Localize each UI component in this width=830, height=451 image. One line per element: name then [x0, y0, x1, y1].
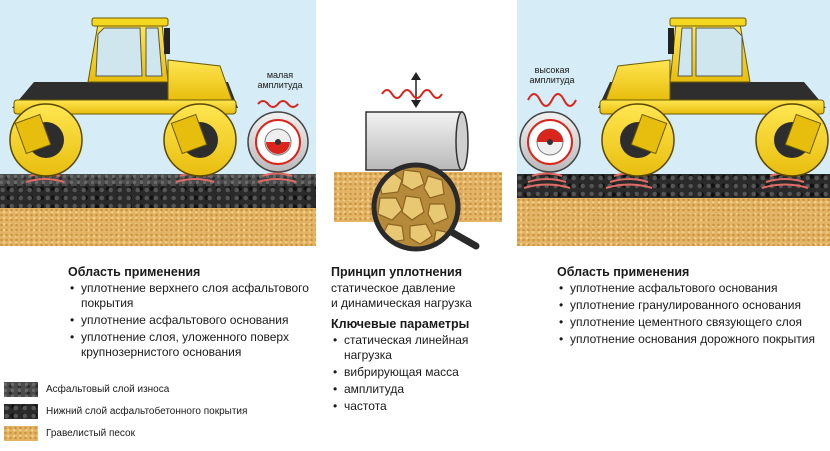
list-item: уплотнение слоя, уложенного поверх крупн… [68, 330, 313, 360]
center-principle-block: Принцип уплотнения статическое давление … [331, 265, 516, 416]
drum-high-amplitude-icon [519, 93, 581, 173]
list-item: статическая линейная нагрузка [331, 333, 516, 363]
list-item: уплотнение гранулированного основания [557, 298, 825, 313]
right-application-list: уплотнение асфальтового основания уплотн… [557, 281, 825, 347]
left-sand-layer [0, 208, 316, 246]
list-item: амплитуда [331, 382, 516, 397]
left-wearing-layer [0, 174, 316, 186]
drum-section-icon [365, 72, 469, 171]
params-heading: Ключевые параметры [331, 317, 470, 331]
legend-row-wearing-layer: Асфальтовый слой износа [4, 381, 169, 398]
list-item: уплотнение цементного связующего слоя [557, 315, 825, 330]
principle-line: статическое давление [331, 281, 456, 295]
list-item: уплотнение основания дорожного покрытия [557, 332, 825, 347]
params-list: статическая линейная нагрузка вибрирующа… [331, 333, 516, 414]
small-amplitude-label: малая амплитуда [257, 70, 303, 90]
legend-swatch [4, 426, 38, 441]
magnifier-icon [371, 162, 480, 252]
legend-label: Гравелистый песок [46, 428, 135, 439]
left-application-heading: Область применения [68, 265, 201, 279]
roller-right-icon [523, 17, 829, 189]
right-application-block: Область применения уплотнение асфальтово… [557, 265, 825, 349]
left-application-list: уплотнение верхнего слоя асфальтового по… [68, 281, 313, 360]
right-binder-layer [517, 174, 830, 198]
left-binder-layer [0, 186, 316, 208]
legend-swatch [4, 404, 38, 419]
list-item: уплотнение верхнего слоя асфальтового по… [68, 281, 313, 311]
drum-small-amplitude-icon [247, 100, 309, 173]
right-application-heading: Область применения [557, 265, 690, 279]
high-amplitude-label: высокая амплитуда [529, 65, 575, 85]
list-item: уплотнение асфальтового основания [68, 313, 313, 328]
roller-left-icon [9, 17, 297, 183]
legend-label: Асфальтовый слой износа [46, 384, 170, 395]
legend-swatch [4, 382, 38, 397]
list-item: уплотнение асфальтового основания [557, 281, 825, 296]
list-item: вибрирующая масса [331, 365, 516, 380]
principle-heading: Принцип уплотнения [331, 265, 462, 279]
legend-row-binder-layer: Нижний слой асфальтобетонного покрытия [4, 403, 247, 420]
legend-row-sand: Гравелистый песок [4, 425, 135, 442]
principle-line: и динамическая нагрузка [331, 296, 472, 310]
legend-label: Нижний слой асфальтобетонного покрытия [46, 406, 248, 417]
left-application-block: Область применения уплотнение верхнего с… [68, 265, 313, 362]
right-sand-layer [517, 198, 830, 246]
list-item: частота [331, 399, 516, 414]
